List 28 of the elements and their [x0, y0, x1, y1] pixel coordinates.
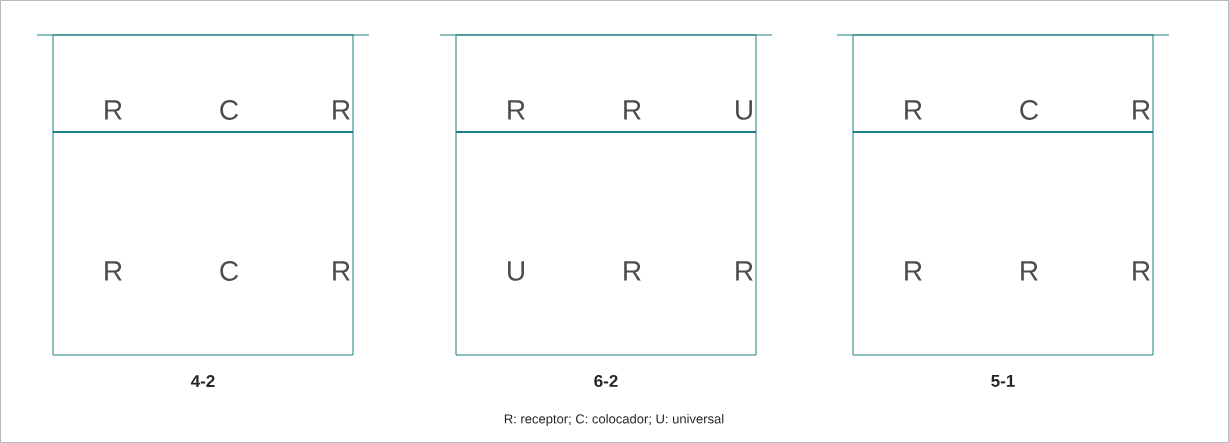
- caption: R: receptor; C: colocador; U: universal: [504, 413, 724, 427]
- position-letter: R: [333, 100, 350, 120]
- position-letter: R: [105, 100, 122, 120]
- position-letter: R: [1021, 261, 1038, 281]
- position-letter: C: [1020, 100, 1039, 120]
- position-letter: R: [105, 261, 122, 281]
- formation-label: 5-1: [991, 375, 1015, 387]
- position-letter: R: [1133, 261, 1150, 281]
- court: [36, 34, 370, 356]
- position-letter: U: [508, 261, 524, 281]
- formation-label: 4-2: [191, 375, 215, 387]
- court-zone: [853, 130, 1153, 134]
- position-letter: R: [1133, 100, 1150, 120]
- position-letter: C: [220, 261, 239, 281]
- position-letter: R: [905, 261, 922, 281]
- court: [836, 34, 1170, 356]
- position-letter: R: [624, 100, 641, 120]
- position-letter: R: [736, 261, 753, 281]
- position-letter: R: [333, 261, 350, 281]
- position-letter: R: [905, 100, 922, 120]
- position-letter: R: [508, 100, 525, 120]
- position-letter: U: [736, 100, 752, 120]
- position-letter: C: [220, 100, 239, 120]
- court: [439, 34, 773, 356]
- formation-label: 6-2: [594, 374, 618, 387]
- court-zone: [53, 130, 353, 134]
- court-zone: [456, 130, 756, 134]
- position-letter: R: [624, 261, 641, 281]
